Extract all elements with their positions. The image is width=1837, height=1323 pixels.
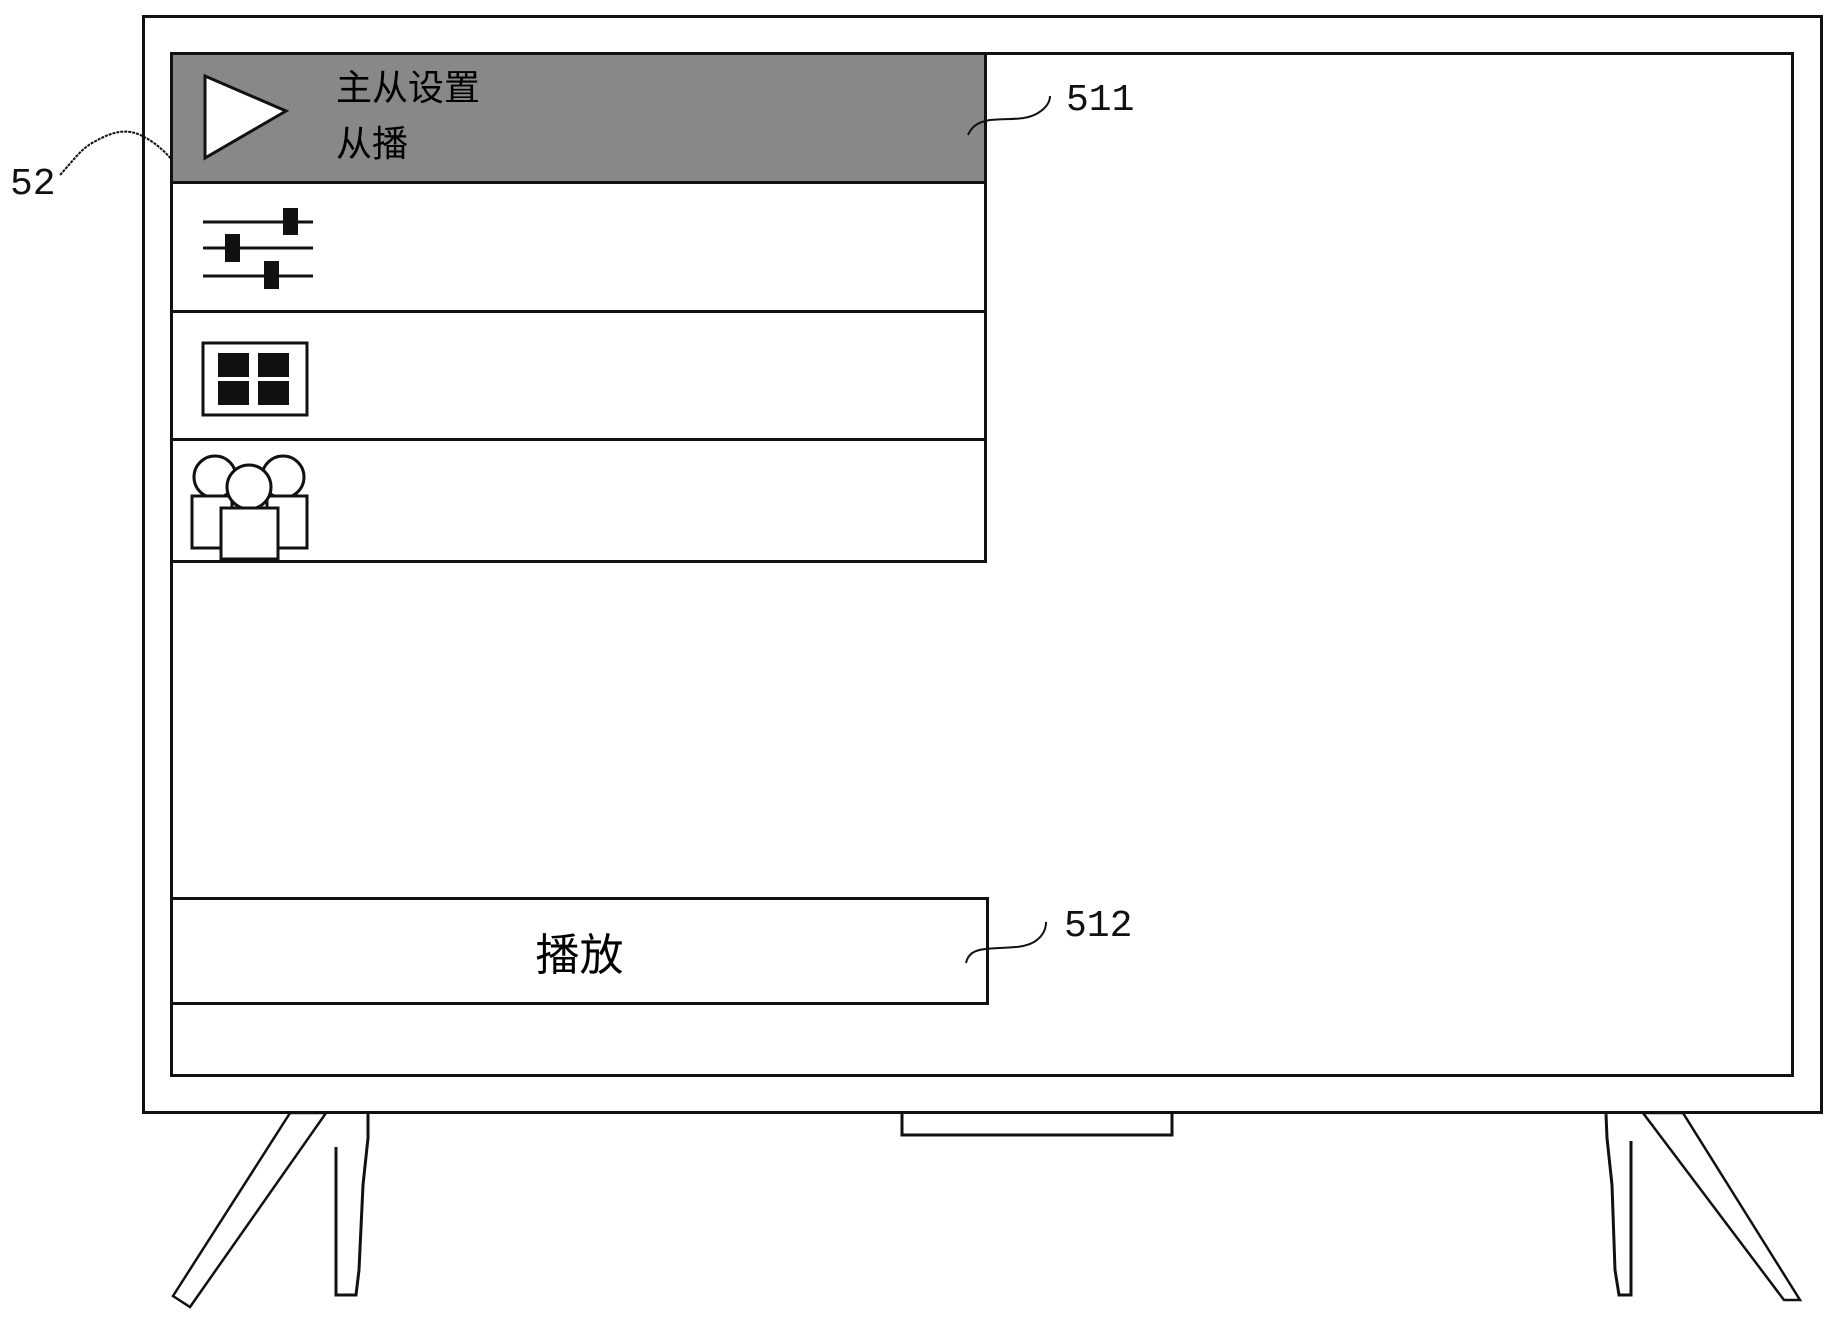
left-vertical-leg — [334, 1114, 370, 1297]
menu-item-value: 从播 — [336, 124, 409, 165]
left-diagonal-leg — [171, 1111, 329, 1309]
right-vertical-leg — [1604, 1113, 1633, 1297]
menu-item-adjustments[interactable] — [173, 184, 984, 313]
ref-label-play-button: 512 — [1064, 905, 1133, 948]
ref-label-selected-item: 511 — [1066, 79, 1135, 122]
right-diagonal-leg — [1640, 1111, 1803, 1302]
menu-item-title: 主从设置 — [336, 68, 481, 109]
ref-label-menu-panel: 52 — [10, 163, 56, 206]
people-group-icon — [190, 454, 309, 561]
grid-window-icon — [201, 341, 309, 417]
menu-item-master-slave-settings[interactable]: 主从设置 从播 — [173, 55, 984, 184]
menu-item-display-layout[interactable] — [173, 313, 984, 441]
sliders-icon — [203, 208, 313, 289]
play-triangle-icon — [203, 73, 290, 161]
center-stand-base — [900, 1113, 1174, 1137]
menu-panel: 主从设置 从播 — [170, 52, 987, 563]
play-button[interactable]: 播放 — [170, 897, 989, 1005]
menu-item-group-devices[interactable] — [173, 441, 984, 561]
play-button-label: 播放 — [535, 930, 624, 981]
